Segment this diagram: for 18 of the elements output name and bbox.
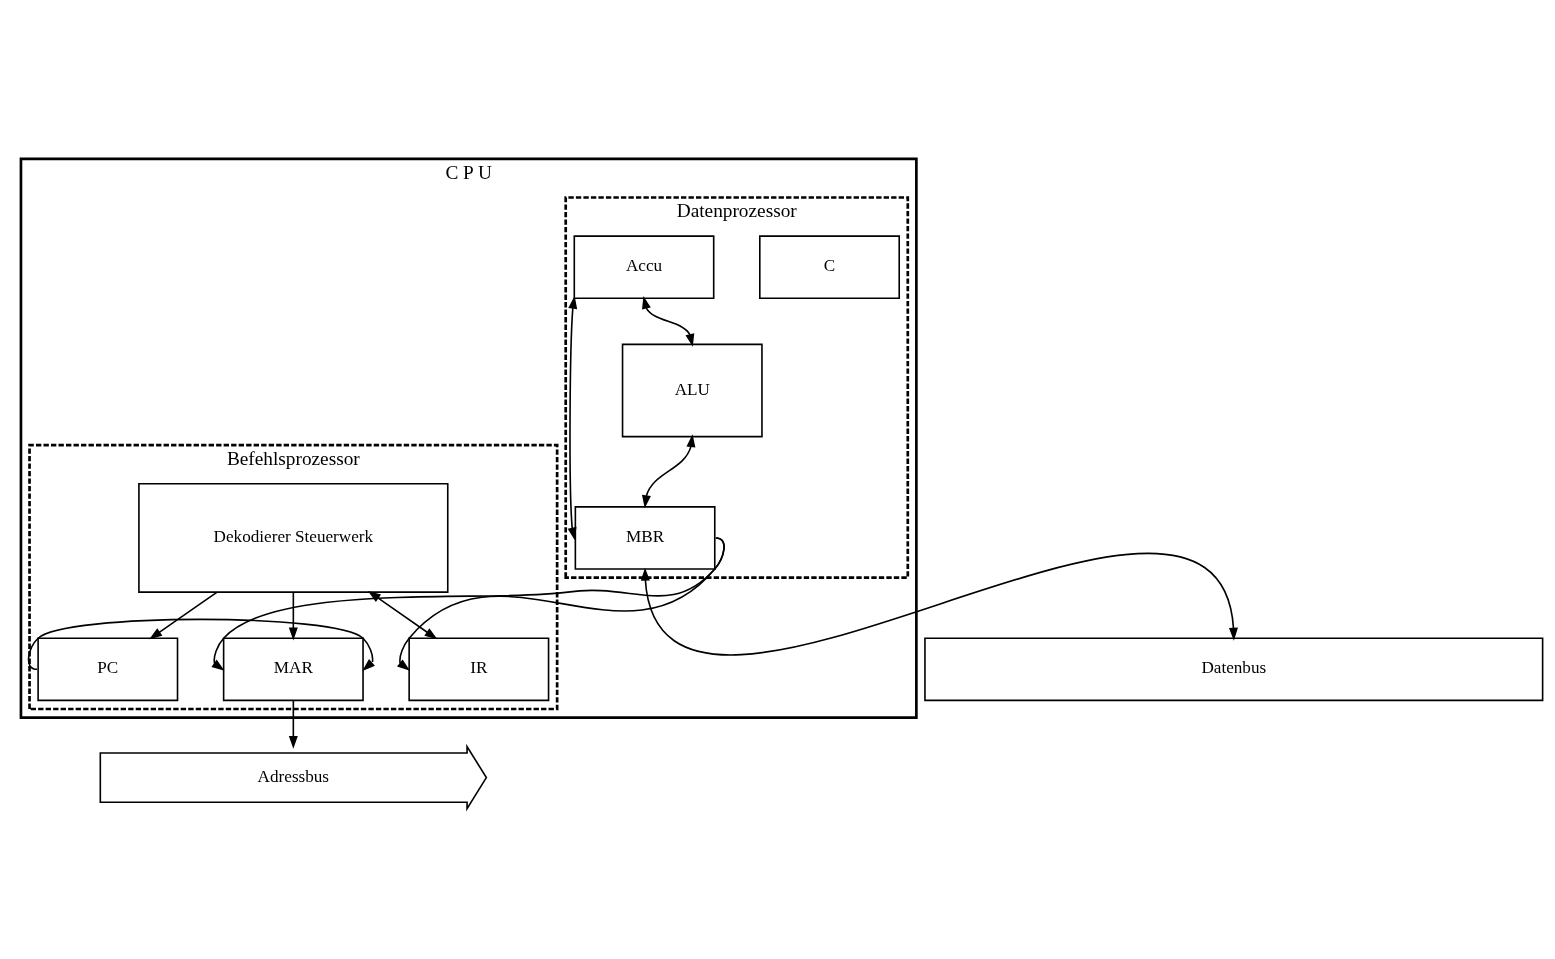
- arrow: [211, 537, 725, 671]
- arrow: [640, 552, 1238, 656]
- arrow: [288, 699, 298, 749]
- arrow: [288, 591, 298, 641]
- node-box: Accu: [573, 235, 715, 300]
- arrow: [642, 295, 695, 347]
- node-box: C: [759, 235, 900, 300]
- node-box: MAR: [222, 637, 364, 702]
- arrow: [641, 434, 696, 509]
- node-box: MBR: [574, 506, 716, 570]
- arrow: [367, 590, 438, 640]
- arrow: [567, 295, 578, 541]
- node-box: Dekodierer Steuerwerk: [138, 483, 449, 593]
- node-box: PC: [37, 637, 179, 702]
- node-box: Datenbus: [924, 637, 1544, 702]
- node-box: ALU: [621, 343, 763, 438]
- node-box: IR: [408, 637, 550, 702]
- arrow: [149, 591, 218, 640]
